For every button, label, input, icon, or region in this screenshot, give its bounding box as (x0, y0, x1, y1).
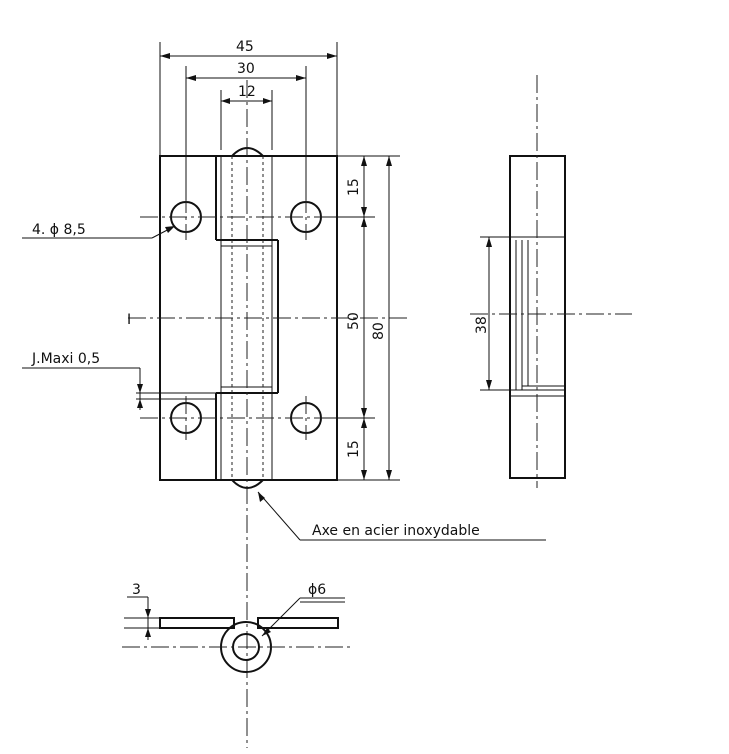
width-dimensions: 45 30 12 (159, 39, 338, 200)
section-leaf-right (257, 617, 339, 629)
dim-width-overall: 45 (236, 39, 254, 55)
dim-hole-spacing: 50 (346, 312, 362, 330)
dim-knuckle: 12 (238, 84, 256, 100)
callout-pin-material: Axe en acier inoxydable (312, 523, 480, 539)
callouts: 4. ϕ 8,5 J.Maxi 0,5 Axe en acier inoxyda… (22, 222, 546, 541)
dim-hole-from-top: 15 (346, 178, 362, 196)
dim-height-overall: 80 (371, 322, 387, 340)
callout-holes: 4. ϕ 8,5 (32, 222, 86, 238)
front-view: I (127, 80, 410, 748)
dim-hole-from-bottom: 15 (346, 440, 362, 458)
section-mark: I (127, 312, 131, 328)
side-view: 38 (470, 75, 632, 488)
dim-width-holes: 30 (237, 61, 255, 77)
dim-thickness: 3 (132, 582, 141, 598)
dim-side-segment: 38 (474, 316, 490, 334)
bottom-section-view: 3 ϕ6 (122, 582, 350, 673)
section-leaf-left (159, 617, 235, 629)
dim-pin-diameter: ϕ6 (308, 582, 326, 598)
height-dimensions: 15 50 15 80 (322, 155, 400, 481)
callout-clearance: J.Maxi 0,5 (31, 351, 100, 367)
